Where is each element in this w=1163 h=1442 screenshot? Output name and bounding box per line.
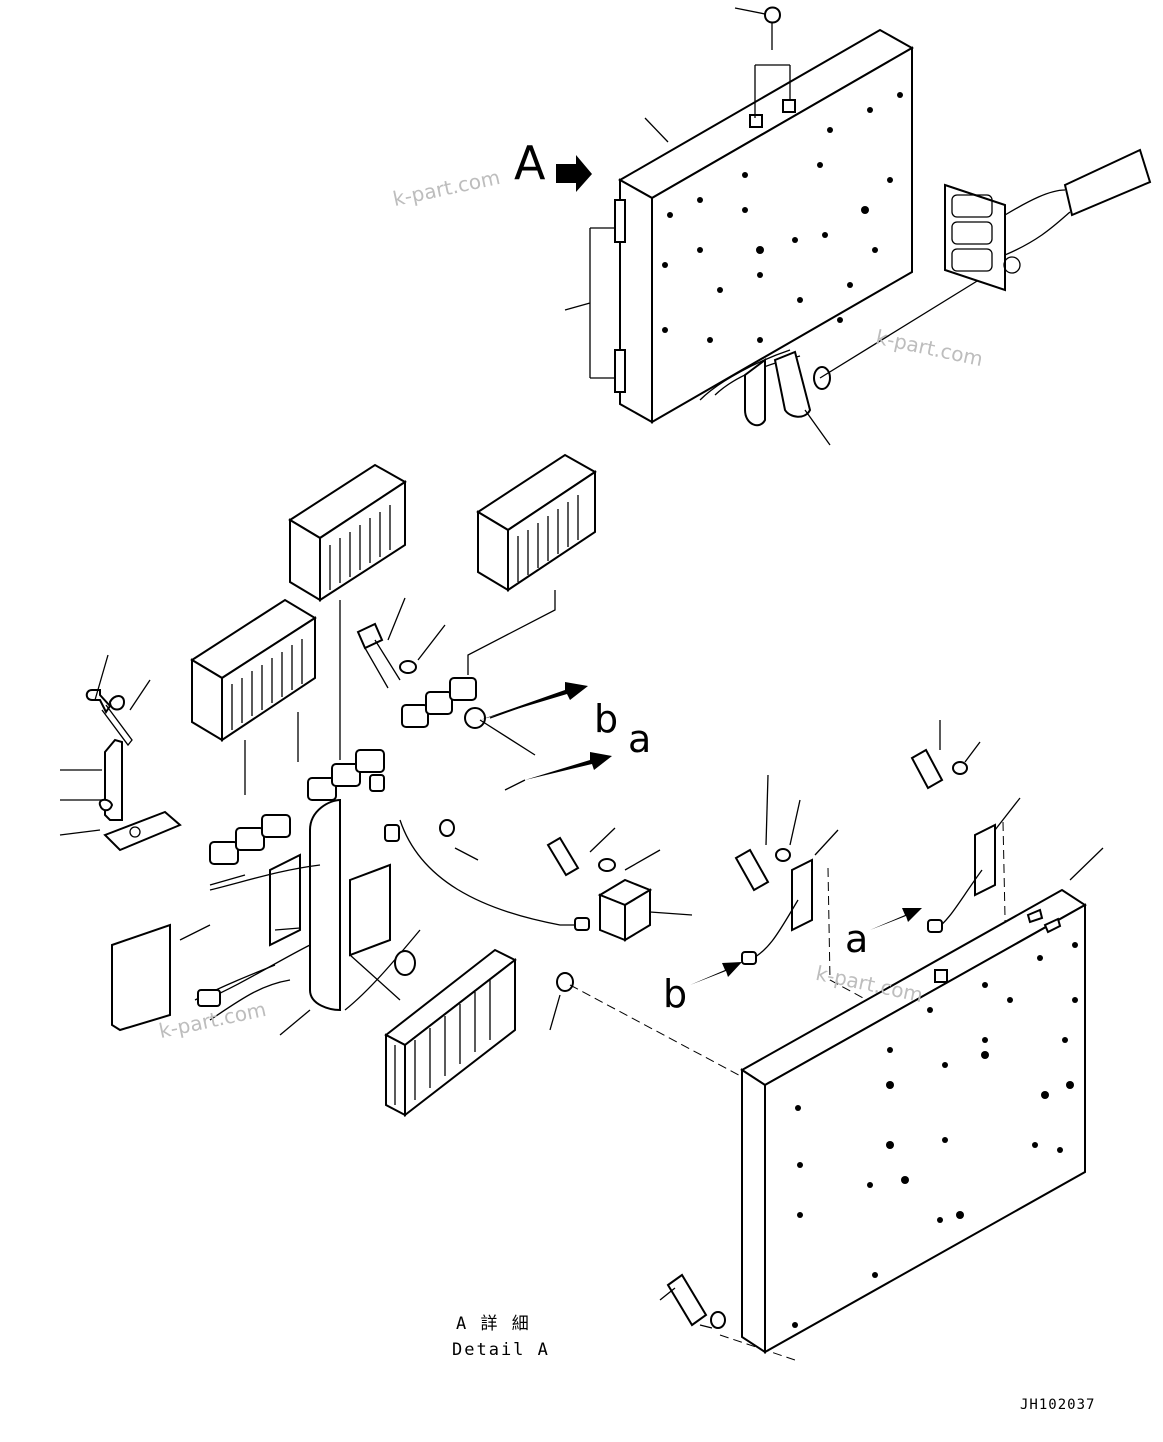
drawing-code: JH102037 <box>1020 1397 1096 1413</box>
caption-jp: A 詳 細 <box>456 1314 531 1334</box>
connector-block-1 <box>290 465 405 600</box>
connector-block-4 <box>386 950 515 1115</box>
controller-top <box>556 8 1150 446</box>
harness-assembly <box>60 455 1103 1360</box>
plug-cluster <box>210 678 476 864</box>
ref-a-label-1: a <box>628 717 652 761</box>
cable-end-connector <box>945 150 1150 290</box>
bracket-plate <box>105 812 180 850</box>
controller-bottom <box>742 890 1085 1352</box>
detail-marker-label: A <box>514 136 546 190</box>
connector-block-2 <box>478 455 595 590</box>
ref-b-label-2: b <box>663 972 688 1016</box>
connector-block-3 <box>192 600 315 740</box>
ref-b-label-1: b <box>594 697 619 741</box>
fuse-box <box>600 880 650 940</box>
caption-en: Detail A <box>452 1340 550 1360</box>
ref-a-label-2: a <box>845 917 869 961</box>
